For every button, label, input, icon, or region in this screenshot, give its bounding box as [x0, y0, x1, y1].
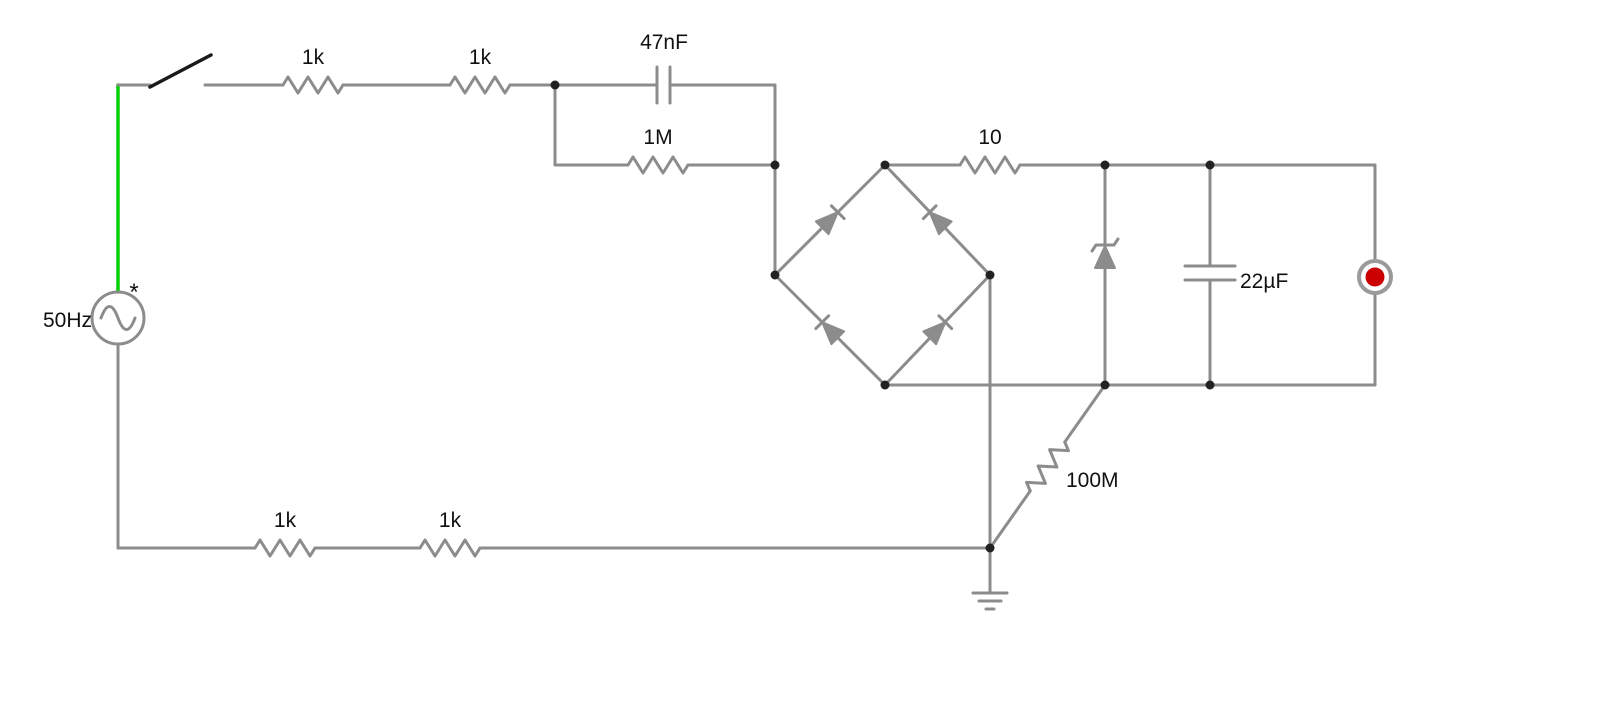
junction-dots [550, 80, 1215, 553]
diode-bar [921, 204, 938, 221]
junction-dot [985, 543, 995, 553]
led-lit-core [1365, 267, 1385, 287]
resistor-zigzag [253, 538, 317, 558]
ac-source-label: 50Hz [43, 309, 92, 332]
diode-bar [814, 314, 831, 331]
resistor-zigzag [281, 75, 345, 95]
resistor-bottom-2[interactable] [418, 538, 482, 558]
resistor-10[interactable] [958, 155, 1022, 175]
diode-arrow [821, 321, 846, 346]
resistor-top-2[interactable] [448, 75, 512, 95]
resistor-bottom-1[interactable] [253, 538, 317, 558]
capacitor-22uF[interactable] [1183, 264, 1237, 282]
resistor-zigzag [418, 538, 482, 558]
resistor-zigzag [448, 75, 512, 95]
ground[interactable] [971, 591, 1009, 611]
zener-diode[interactable] [1090, 237, 1120, 269]
resistor-label: 1k [469, 46, 492, 69]
resistor-label: 1k [274, 509, 297, 532]
resistor-label: 1k [302, 46, 325, 69]
resistor-label: 10 [978, 126, 1001, 149]
junction-dot [985, 270, 995, 280]
resistor-zigzag [1025, 440, 1070, 493]
diode-arrow [814, 211, 839, 236]
switch-open[interactable] [148, 53, 213, 89]
capacitor-label: 22µF [1240, 270, 1288, 293]
diode-bar [937, 314, 954, 331]
ac-source-body [90, 290, 146, 346]
junction-dot [1205, 160, 1215, 170]
capacitor-label: 47nF [640, 31, 688, 54]
zener-cathode-bar [1090, 237, 1120, 253]
switch-lever [148, 53, 213, 89]
sine-icon [99, 305, 137, 331]
resistor-zigzag [958, 155, 1022, 175]
diode-bar [829, 204, 846, 221]
junction-dot [770, 160, 780, 170]
resistor-zigzag [626, 155, 690, 175]
resistor-label: 100M [1066, 469, 1119, 492]
wires [116, 83, 1377, 595]
ac-source-marker: * [129, 279, 138, 306]
resistor-100M[interactable] [983, 380, 1111, 553]
diode[interactable] [814, 204, 846, 236]
resistor-label: 1M [643, 126, 672, 149]
resistor-top-1[interactable] [281, 75, 345, 95]
resistor-label: 1k [439, 509, 462, 532]
resistor-lead [988, 489, 1032, 550]
junction-dot [770, 270, 780, 280]
resistor-1M[interactable] [626, 155, 690, 175]
diode-arrow [922, 321, 947, 346]
junction-dot [880, 380, 890, 390]
ac-voltage-source[interactable]: 50Hz * [43, 279, 146, 346]
diode-bridge [773, 163, 992, 387]
zener-arrow [1094, 245, 1116, 269]
diode[interactable] [814, 314, 846, 346]
junction-dot [550, 80, 560, 90]
led[interactable] [1357, 259, 1393, 295]
junction-dot [1100, 160, 1110, 170]
diode[interactable] [922, 314, 954, 346]
capacitor-47nF[interactable] [655, 65, 672, 105]
junction-dot [1205, 380, 1215, 390]
diode[interactable] [921, 204, 953, 236]
junction-dot [880, 160, 890, 170]
resistor-lead [1063, 383, 1107, 444]
junction-dot [1100, 380, 1110, 390]
diode-arrow [928, 211, 953, 236]
